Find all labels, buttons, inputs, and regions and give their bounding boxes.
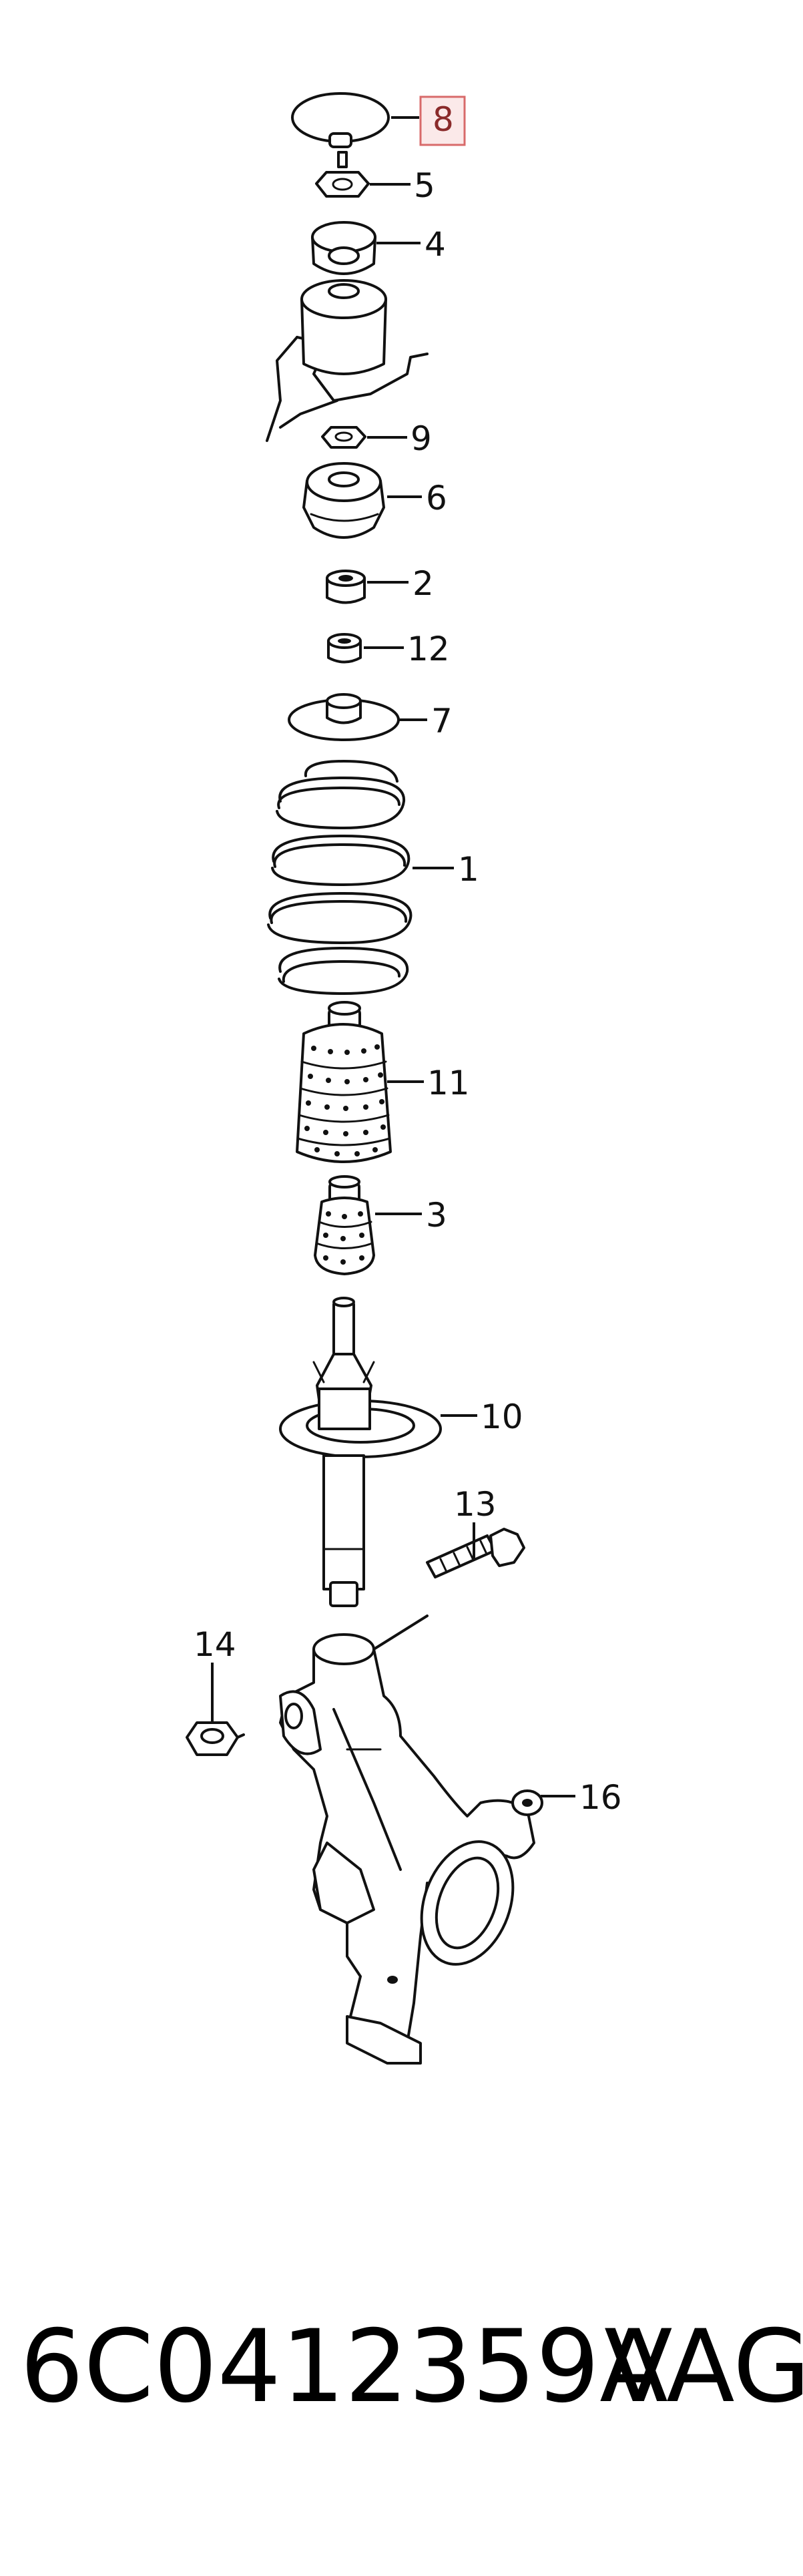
callout-7[interactable]: 7: [431, 702, 453, 740]
brand-label: VAG: [604, 2309, 803, 2425]
callout-6[interactable]: 6: [426, 479, 447, 517]
callout-leaders: [211, 116, 575, 1797]
callout-2[interactable]: 2: [413, 564, 434, 603]
part-6-mount: [302, 462, 385, 539]
callout-5[interactable]: 5: [414, 166, 435, 205]
part-10-strut: [279, 1297, 442, 1607]
part-1-coil-spring: [267, 760, 413, 995]
callout-14[interactable]: 14: [194, 1625, 236, 1664]
part-16-knuckle: [279, 1615, 543, 2065]
part-9-nut: [321, 426, 366, 449]
part-4-bushing: [311, 221, 376, 275]
part-3-bump-stop: [314, 1175, 375, 1275]
callout-13[interactable]: 13: [454, 1485, 497, 1524]
callout-10[interactable]: 10: [481, 1398, 523, 1436]
callout-16[interactable]: 16: [579, 1778, 622, 1817]
bump-stop-perforations: [323, 1211, 364, 1265]
part-2-spacer: [326, 570, 366, 604]
part-14-nut: [186, 1721, 245, 1756]
part-13-bolt: [426, 1528, 525, 1578]
callout-11[interactable]: 11: [427, 1064, 470, 1102]
callout-labels: 8 5 4 9 6 2 12 7 1 11 3 10 13 14 16: [194, 95, 622, 1817]
part-7-spring-seat: [288, 693, 400, 741]
boot-perforations: [304, 1044, 386, 1156]
callout-8[interactable]: 8: [433, 100, 454, 139]
callout-3[interactable]: 3: [426, 1196, 447, 1235]
callout-1[interactable]: 1: [458, 850, 479, 889]
body-strut-tower: [266, 279, 429, 442]
part-number: 6C0412359A: [20, 2309, 668, 2425]
callout-4[interactable]: 4: [425, 225, 446, 264]
callout-8-highlight-box: [419, 95, 466, 146]
part-5-nut: [315, 151, 370, 198]
part-8-cap: [291, 92, 390, 148]
callout-12[interactable]: 12: [407, 630, 450, 668]
part-11-boot: [296, 1001, 392, 1163]
part-12-spacer: [327, 633, 362, 664]
callout-9[interactable]: 9: [411, 419, 432, 458]
